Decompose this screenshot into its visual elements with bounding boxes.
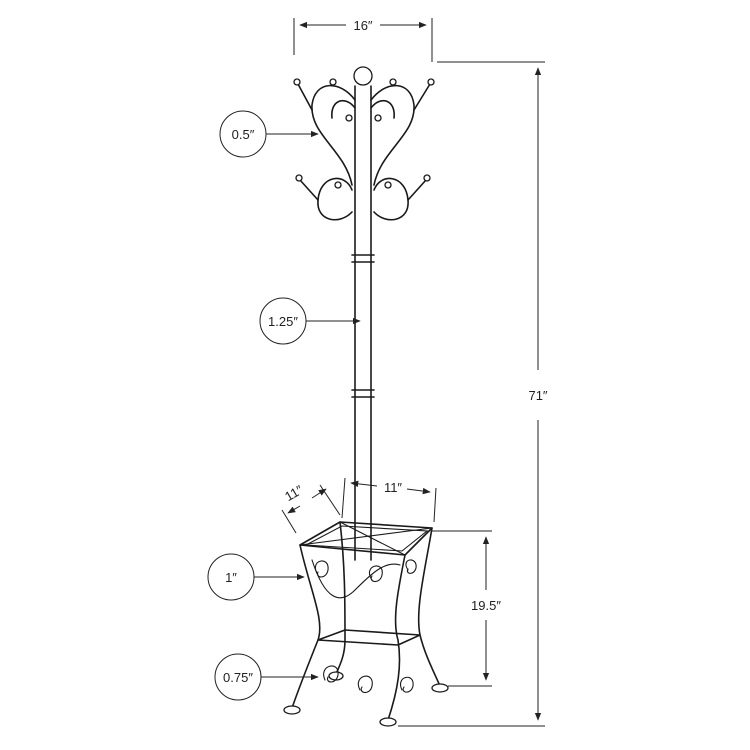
dimension-total-height: 71″ xyxy=(398,61,548,727)
label-hook-span: 16″ xyxy=(353,18,372,33)
label-base-width: 11″ xyxy=(384,480,402,495)
callout-frame-tube: 1″ xyxy=(207,553,305,601)
label-base-depth: 11″ xyxy=(282,482,306,504)
dimension-stand-height: 19.5″ xyxy=(432,530,501,687)
coat-rack-illustration xyxy=(283,66,449,727)
callout-foot-tube: 0.75″ xyxy=(214,653,319,701)
label-pole-diameter: 1.25″ xyxy=(268,314,298,329)
dimension-base-width: 11″ xyxy=(341,477,437,523)
finial xyxy=(353,66,373,86)
callout-pole-diameter: 1.25″ xyxy=(259,297,361,345)
label-foot-tube: 0.75″ xyxy=(223,670,253,685)
lower-hooks xyxy=(295,174,431,221)
label-stand-height: 19.5″ xyxy=(471,598,501,613)
main-pole xyxy=(351,85,375,561)
umbrella-stand xyxy=(283,521,449,727)
label-total-height: 71″ xyxy=(528,388,547,403)
dimension-hook-span: 16″ xyxy=(293,18,433,62)
dimension-base-depth: 11″ xyxy=(281,482,341,534)
upper-hooks xyxy=(293,78,435,186)
label-hook-diameter: 0.5″ xyxy=(232,127,255,142)
callout-hook-diameter: 0.5″ xyxy=(219,110,319,158)
label-frame-tube: 1″ xyxy=(225,570,237,585)
